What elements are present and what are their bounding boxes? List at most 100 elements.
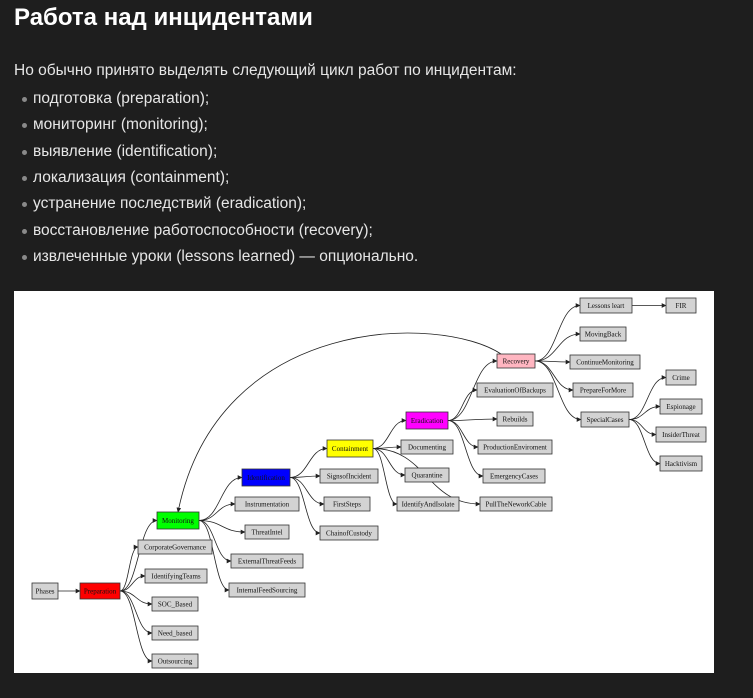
node-label: Need_based: [158, 630, 193, 638]
node-label: ProductionEnviroment: [483, 444, 547, 452]
edge-eradication-to-evalbackups: [447, 387, 478, 421]
node-label: Eradication: [411, 417, 444, 425]
node-label: Lessons leart: [588, 302, 625, 310]
node-label: Monitoring: [162, 517, 194, 525]
node-box: [482, 468, 546, 484]
incident-response-diagram: Phases Preparation CorporateGovernance Iden…: [14, 291, 714, 673]
node-box: [244, 524, 290, 540]
node-box: [479, 496, 553, 512]
node-custody: ChainofCustody: [319, 525, 379, 541]
edge-recovery-to-movingback: [534, 331, 581, 362]
node-box: [230, 553, 304, 569]
node-box: [569, 354, 641, 370]
node-box: [496, 411, 534, 427]
node-label: Outsourcing: [158, 658, 193, 666]
node-label: CorporateGovernance: [144, 544, 206, 552]
node-phases: Phases: [31, 582, 59, 600]
node-label: Instrumentation: [245, 501, 290, 509]
node-socbased: SOC_Based: [151, 596, 199, 612]
node-box: [319, 525, 379, 541]
node-label: InternalFeedSourcing: [237, 587, 298, 595]
edge-specialcases-to-crime: [628, 375, 667, 420]
edge-recovery-to-contmon: [534, 359, 571, 365]
node-box: [477, 439, 553, 455]
edge-eradication-to-rebuilds: [447, 416, 498, 422]
edge-containment-to-eradication: [372, 418, 407, 449]
edge-preparation-to-corpgov: [119, 544, 139, 592]
node-containment: Containment: [326, 439, 374, 458]
node-prepmore: PrepareForMore: [572, 382, 634, 398]
bullet-icon: [22, 228, 27, 234]
node-lessons: Lessons leart: [579, 297, 633, 314]
node-box: [665, 297, 697, 314]
node-box: [319, 468, 379, 484]
node-label: Containment: [332, 445, 368, 453]
node-label: EmergencyCases: [490, 473, 538, 481]
node-box: [79, 582, 121, 600]
node-label: IdentifyAndIsolate: [402, 501, 455, 509]
edge-monitoring-to-threatintel: [198, 520, 246, 535]
node-box: [234, 496, 300, 512]
node-instrumentation: Instrumentation: [234, 496, 300, 512]
list-item: выявление (identification);: [22, 139, 418, 165]
page-title: Работа над инцидентами: [14, 4, 313, 31]
edge-monitoring-to-extfeeds: [198, 520, 232, 564]
node-box: [496, 353, 536, 369]
list-item: восстановление работоспособности (recove…: [22, 217, 418, 243]
node-quarantine: Quarantine: [404, 467, 450, 483]
node-specialcases: SpecialCases: [580, 411, 630, 428]
edge-preparation-to-monitoring: [119, 518, 158, 592]
node-firststeps: FirstSteps: [323, 496, 371, 512]
node-box: [400, 439, 454, 455]
edge-eradication-to-emergcases: [447, 420, 484, 479]
edge-containment-to-identisolate: [372, 448, 398, 507]
node-label: SOC_Based: [158, 601, 193, 609]
node-box: [665, 369, 697, 386]
node-box: [572, 382, 634, 398]
diagram-edges: [57, 303, 667, 664]
node-pullcable: PullTheNeworkCable: [479, 496, 553, 512]
list-item-text: устранение последствий (eradication);: [33, 195, 307, 213]
node-box: [404, 467, 450, 483]
list-item-text: извлеченные уроки (lessons learned) — оп…: [33, 247, 419, 265]
edge-recovery-to-lessons: [534, 303, 581, 362]
edge-recovery-to-specialcases: [534, 360, 582, 422]
edge-containment-to-quarantine: [372, 448, 406, 478]
node-monitoring: Monitoring: [156, 511, 200, 530]
list-item: извлеченные уроки (lessons learned) — оп…: [22, 244, 418, 270]
phase-list: подготовка (preparation); мониторинг (mo…: [22, 86, 418, 270]
node-box: [156, 511, 200, 530]
node-box: [326, 439, 374, 458]
node-box: [323, 496, 371, 512]
node-signs: SignsofIncident: [319, 468, 379, 484]
node-eradication: Eradication: [405, 411, 449, 430]
node-label: Quarantine: [411, 472, 442, 480]
list-item: мониторинг (monitoring);: [22, 112, 418, 138]
node-box: [228, 582, 306, 598]
node-box: [659, 398, 703, 415]
node-documenting: Documenting: [400, 439, 454, 455]
node-needbased: Need_based: [151, 625, 199, 641]
node-box: [580, 411, 630, 428]
list-item-text: локализация (containment);: [33, 169, 230, 187]
node-box: [31, 582, 59, 600]
node-label: Identification: [247, 474, 285, 482]
node-label: InsiderThreat: [662, 431, 700, 439]
node-corpgov: CorporateGovernance: [137, 539, 213, 555]
node-box: [241, 468, 291, 487]
edge-specialcases-to-insider: [628, 419, 657, 437]
node-label: Documenting: [408, 444, 447, 452]
node-label: PrepareForMore: [580, 387, 626, 395]
bullet-icon: [22, 254, 27, 260]
node-label: SignsofIncident: [327, 473, 371, 481]
node-label: ContinueMonitoring: [576, 359, 634, 367]
node-box: [405, 411, 449, 430]
node-box: [396, 496, 460, 512]
node-label: Preparation: [84, 588, 117, 596]
node-outsourcing: Outsourcing: [151, 653, 199, 669]
bullet-icon: [22, 149, 27, 155]
node-box: [144, 568, 208, 584]
node-box: [151, 596, 199, 612]
node-preparation: Preparation: [79, 582, 121, 600]
node-label: ThreatIntel: [251, 529, 282, 537]
